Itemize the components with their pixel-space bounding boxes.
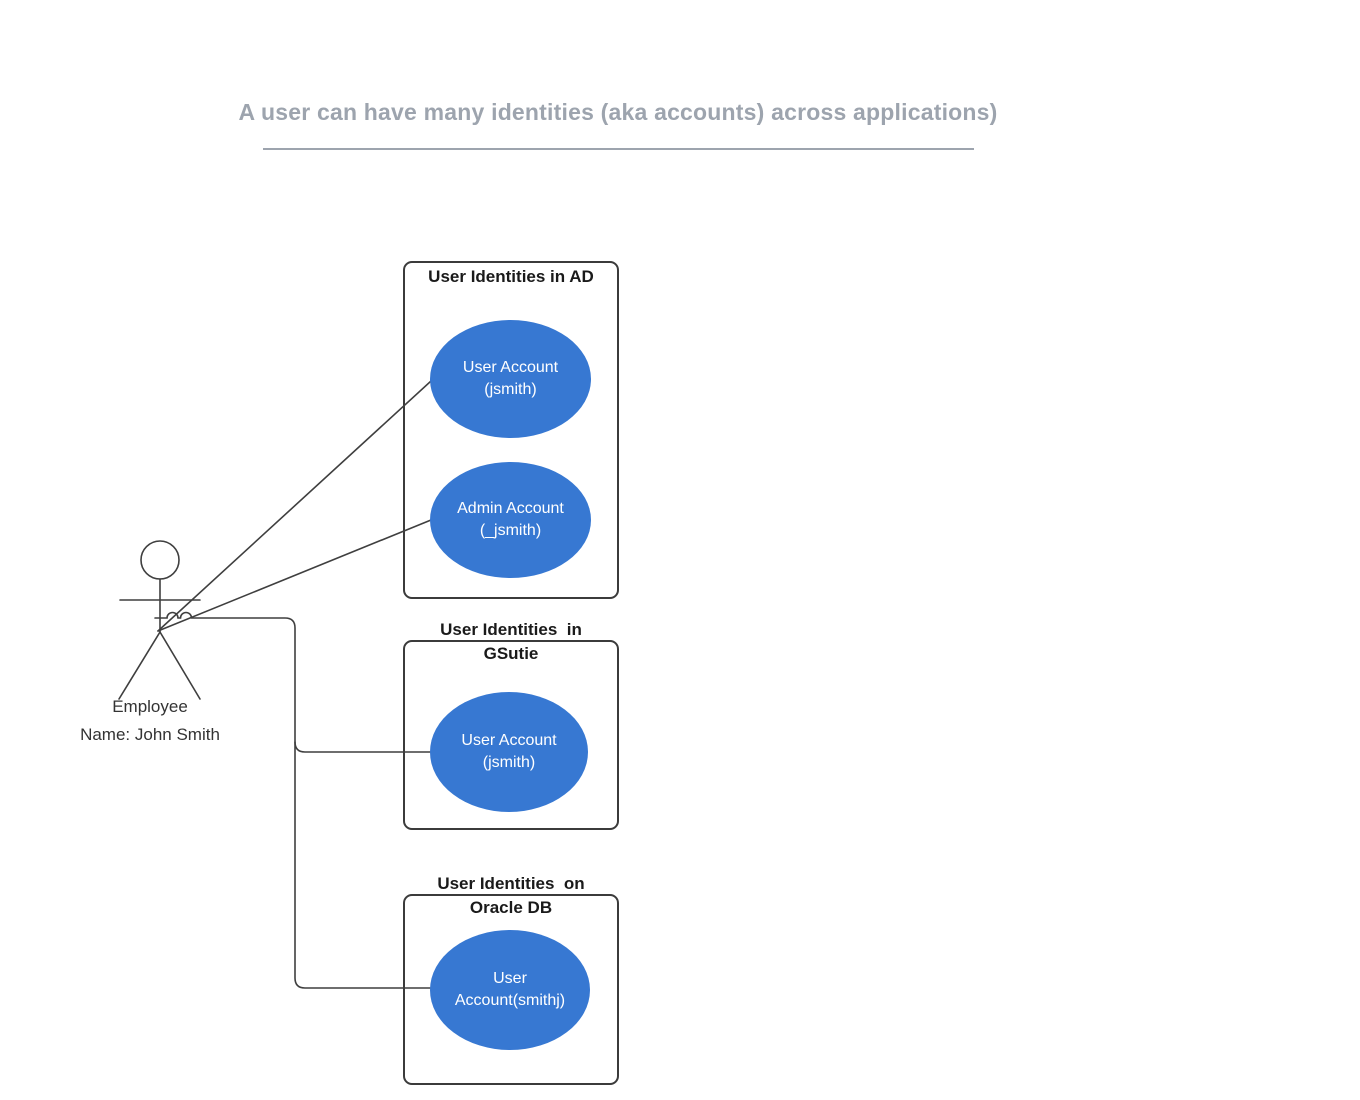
usecase-ad-admin-account-label: Admin Account (_jsmith) <box>457 500 564 539</box>
connector-employee-to-oracle-user-account <box>154 611 431 989</box>
container-title-ad: User Identities in AD <box>428 267 594 286</box>
usecase-oracle-user-account: User Account(smithj) <box>430 930 590 1050</box>
usecase-ad-user-account: User Account (jsmith) <box>430 320 591 438</box>
actor-employee-figure <box>118 540 201 700</box>
usecase-gsuite-user-account-label: User Account (jsmith) <box>461 732 557 771</box>
actor-label: Employee <box>112 697 188 716</box>
connector-employee-to-ad-admin-account <box>157 519 432 632</box>
container-title-oracle: User Identities on Oracle DB <box>437 874 585 917</box>
usecase-ad-admin-account: Admin Account (_jsmith) <box>430 462 591 578</box>
actor-name-label: Name: John Smith <box>80 725 220 744</box>
usecase-oracle-user-account-label: User Account(smithj) <box>454 970 566 1009</box>
diagram-title: A user can have many identities (aka acc… <box>238 99 998 125</box>
actor-leg-left <box>118 631 161 700</box>
container-user-identities-oracle <box>403 894 619 1085</box>
connector-employee-to-ad-user-account <box>157 380 432 632</box>
actor-leg-right <box>159 631 201 700</box>
actor-head <box>140 540 180 580</box>
container-title-gsuite: User Identities in GSutie <box>440 620 582 663</box>
usecase-gsuite-user-account: User Account (jsmith) <box>430 692 588 812</box>
usecase-ad-user-account-label: User Account (jsmith) <box>462 359 559 398</box>
title-underline <box>263 148 974 150</box>
